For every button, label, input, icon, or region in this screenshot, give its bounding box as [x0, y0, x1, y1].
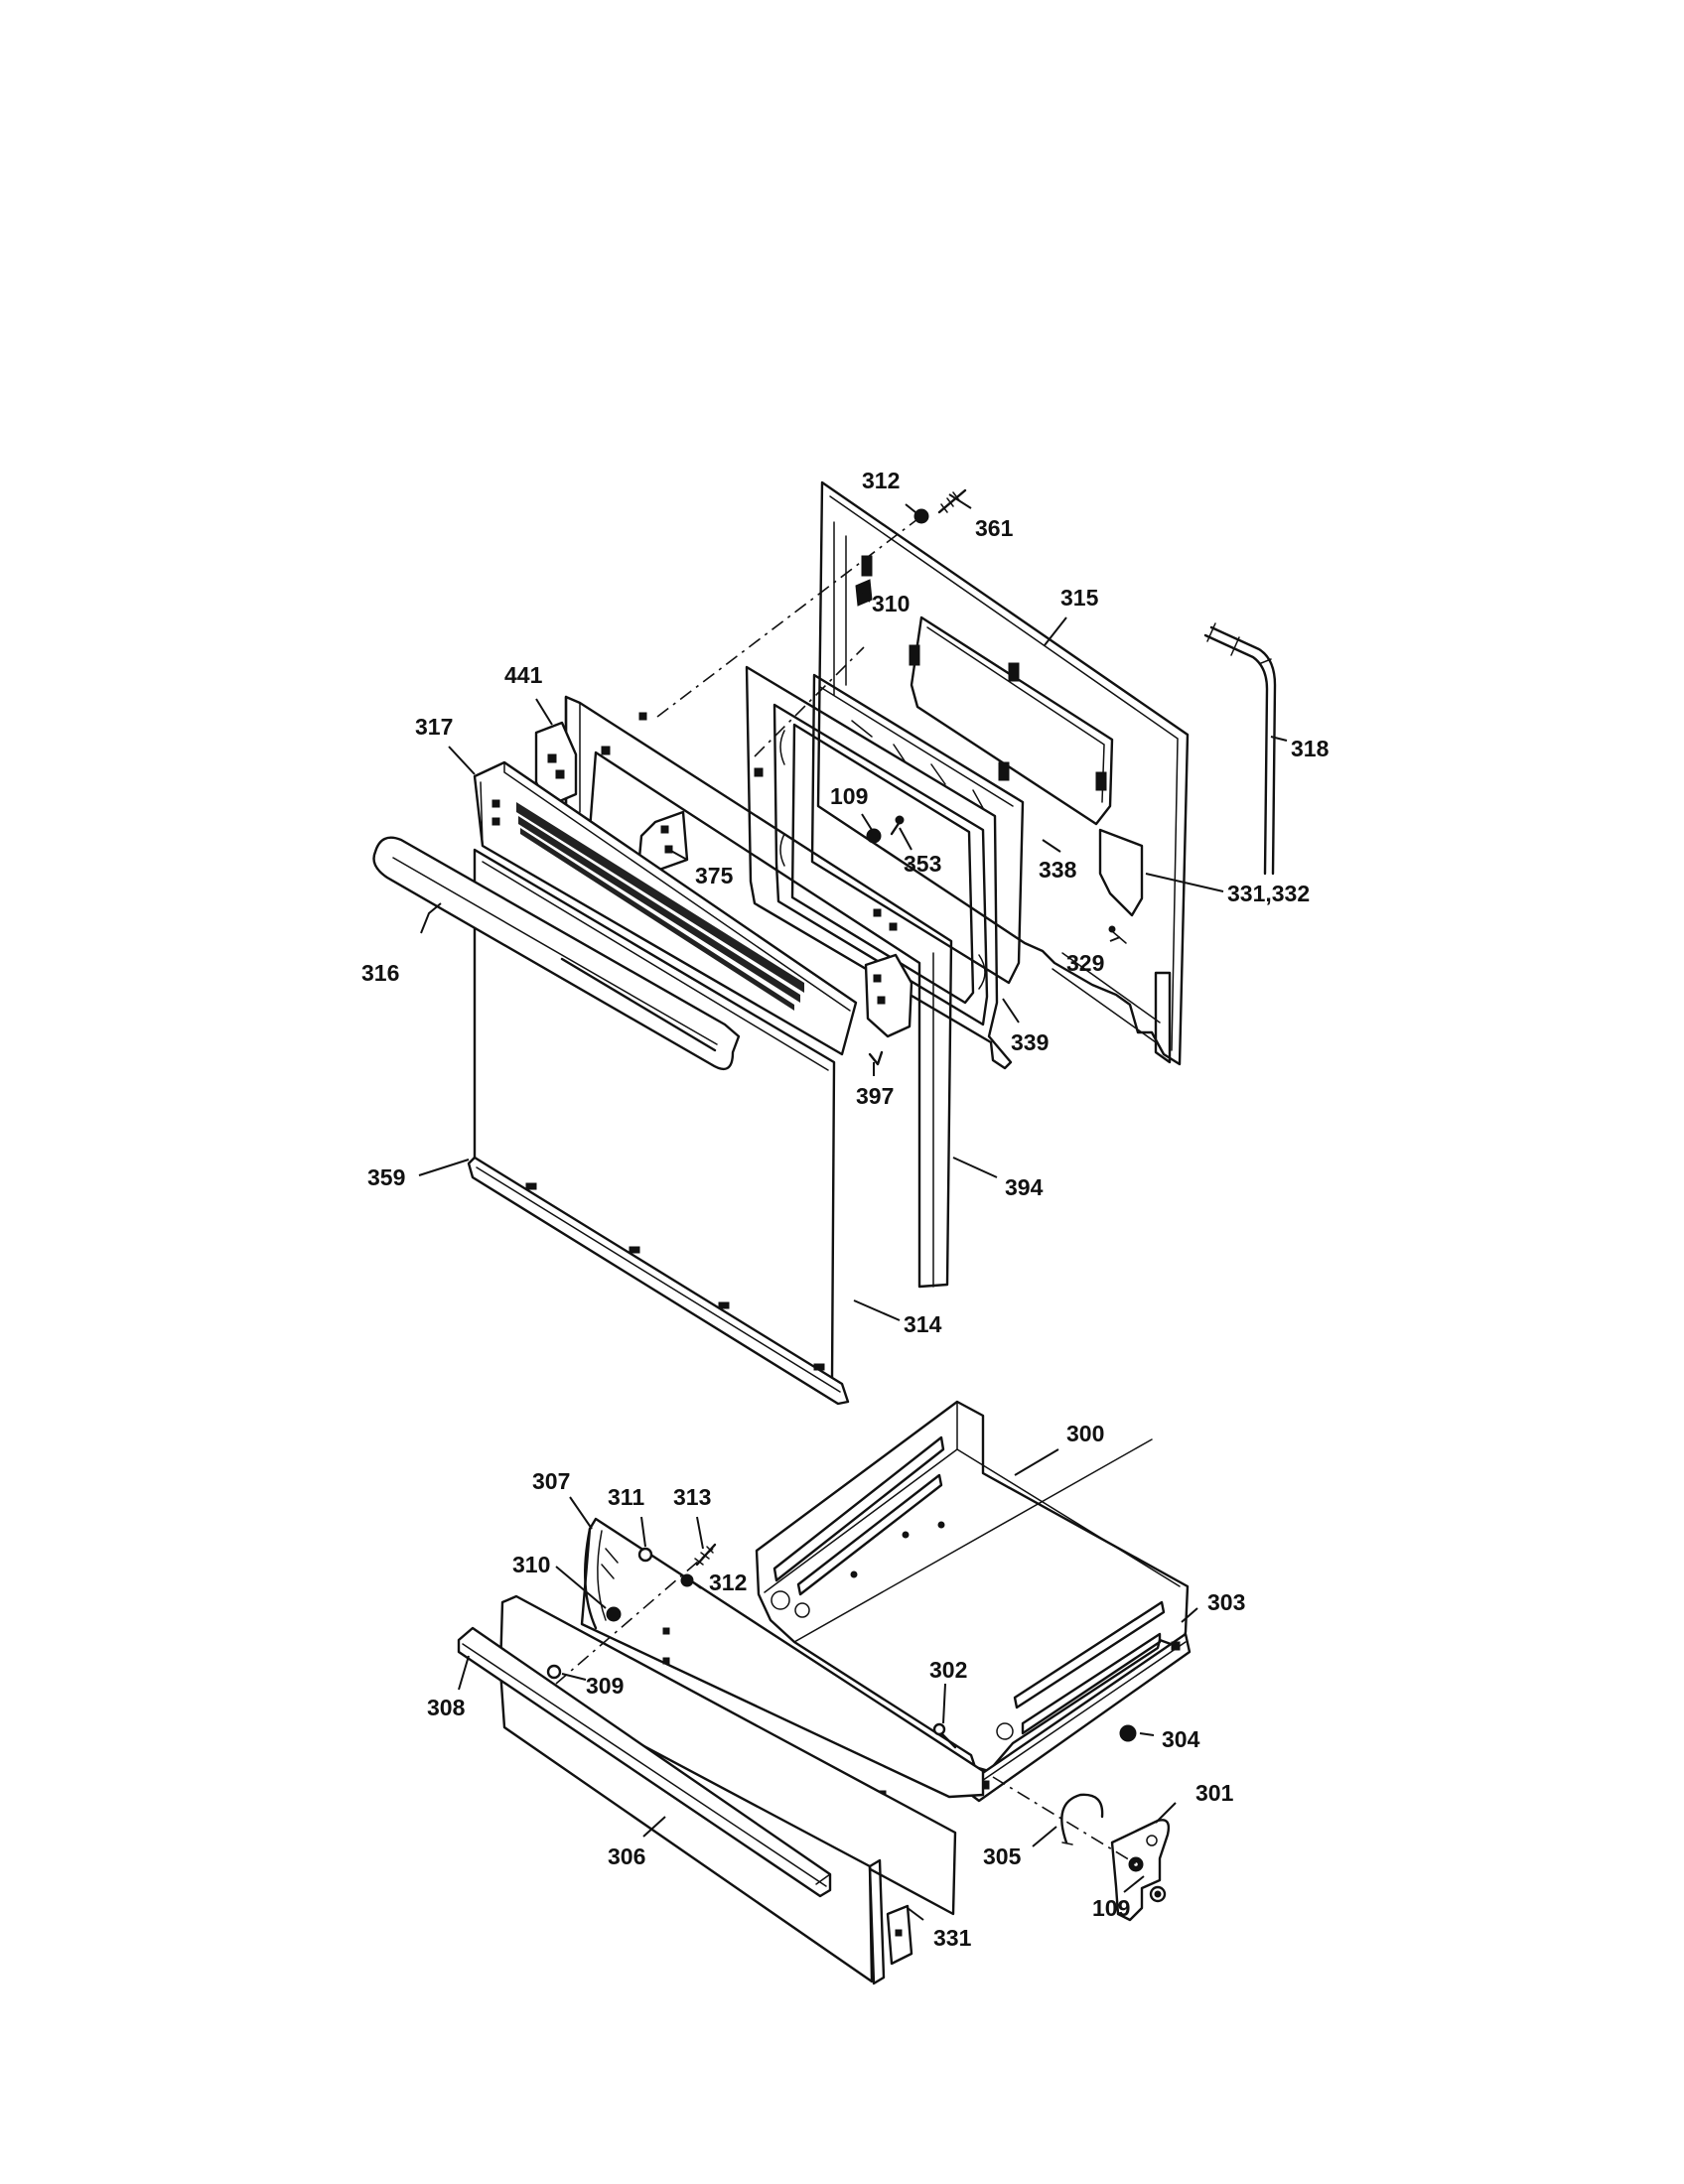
callout-441: 441: [504, 662, 543, 688]
nut-312-lower: [680, 1573, 694, 1587]
door-liner-315: [816, 480, 1190, 1066]
callout-310-upper: 310: [872, 591, 910, 616]
callout-312-upper: 312: [862, 468, 900, 493]
callout-316: 316: [361, 960, 399, 986]
drawer-slide-303: [969, 1632, 1192, 1803]
retaining-clip-305: [1060, 1793, 1104, 1845]
callout-303: 303: [1207, 1589, 1245, 1615]
callout-306: 306: [608, 1843, 645, 1869]
callout-315: 315: [1060, 585, 1099, 611]
callout-313: 313: [673, 1484, 711, 1510]
slide-bracket-301: [1110, 1819, 1171, 1922]
callout-310-lower: 310: [512, 1552, 550, 1577]
drawer-body-300: [755, 1400, 1190, 1773]
callout-329: 329: [1066, 950, 1104, 976]
screw-361: [937, 488, 967, 514]
nut-312-upper: [913, 508, 929, 524]
callout-331: 331: [933, 1925, 972, 1951]
door-handle-316: [372, 836, 741, 1071]
callout-307: 307: [532, 1468, 570, 1494]
callout-309: 309: [586, 1673, 624, 1699]
callout-109-lower: 109: [1092, 1895, 1130, 1921]
screw-313: [694, 1543, 717, 1567]
washer-311: [637, 1547, 653, 1563]
callout-375: 375: [695, 863, 734, 888]
inner-glass-338: [810, 673, 1025, 985]
callout-302: 302: [929, 1657, 967, 1683]
nut-304: [1119, 1724, 1137, 1742]
callout-300: 300: [1066, 1421, 1104, 1446]
callout-361: 361: [975, 515, 1014, 541]
screw-302: [932, 1722, 957, 1749]
leader-lines: [418, 493, 1288, 1921]
drawer-trim-308: [457, 1626, 832, 1898]
callout-318: 318: [1291, 736, 1330, 761]
callout-labels: 312 361 310 315 318 441 317 109 353 375 …: [361, 468, 1330, 1951]
callout-109-upper: 109: [830, 783, 868, 809]
callout-301: 301: [1195, 1780, 1234, 1806]
drawer-front-306: [498, 1594, 957, 1985]
nut-109-upper: [866, 828, 882, 844]
drawer-rivets: [601, 1548, 619, 1579]
washer-309: [546, 1664, 562, 1680]
callout-314: 314: [904, 1311, 942, 1337]
door-gasket-318: [1203, 622, 1277, 876]
callout-331-332: 331,332: [1227, 881, 1310, 906]
hinge-bracket-right: [864, 953, 913, 1038]
callout-305: 305: [983, 1843, 1022, 1869]
callout-308: 308: [427, 1695, 466, 1720]
hinge-bracket-441: [534, 721, 578, 808]
drawer-bracket-331: [886, 1904, 913, 1966]
spacer-310-lower: [606, 1606, 622, 1622]
callout-312-lower: 312: [709, 1570, 747, 1595]
callout-311: 311: [608, 1484, 644, 1510]
callout-397: 397: [856, 1083, 894, 1109]
callout-304: 304: [1162, 1726, 1200, 1752]
clip-397: [868, 1050, 884, 1066]
screw-353: [890, 815, 905, 836]
callout-338: 338: [1039, 857, 1077, 883]
callout-339: 339: [1011, 1029, 1049, 1055]
bottom-trim-359: [467, 1156, 850, 1406]
nut-109-lower: [1149, 1885, 1167, 1903]
window-frame-339: [745, 665, 1013, 1070]
callout-317: 317: [415, 714, 453, 740]
callout-394: 394: [1005, 1174, 1044, 1200]
vent-trim-317: [473, 760, 858, 1056]
vent-slots: [516, 802, 804, 1011]
callout-359: 359: [367, 1164, 405, 1190]
callout-353: 353: [904, 851, 941, 877]
